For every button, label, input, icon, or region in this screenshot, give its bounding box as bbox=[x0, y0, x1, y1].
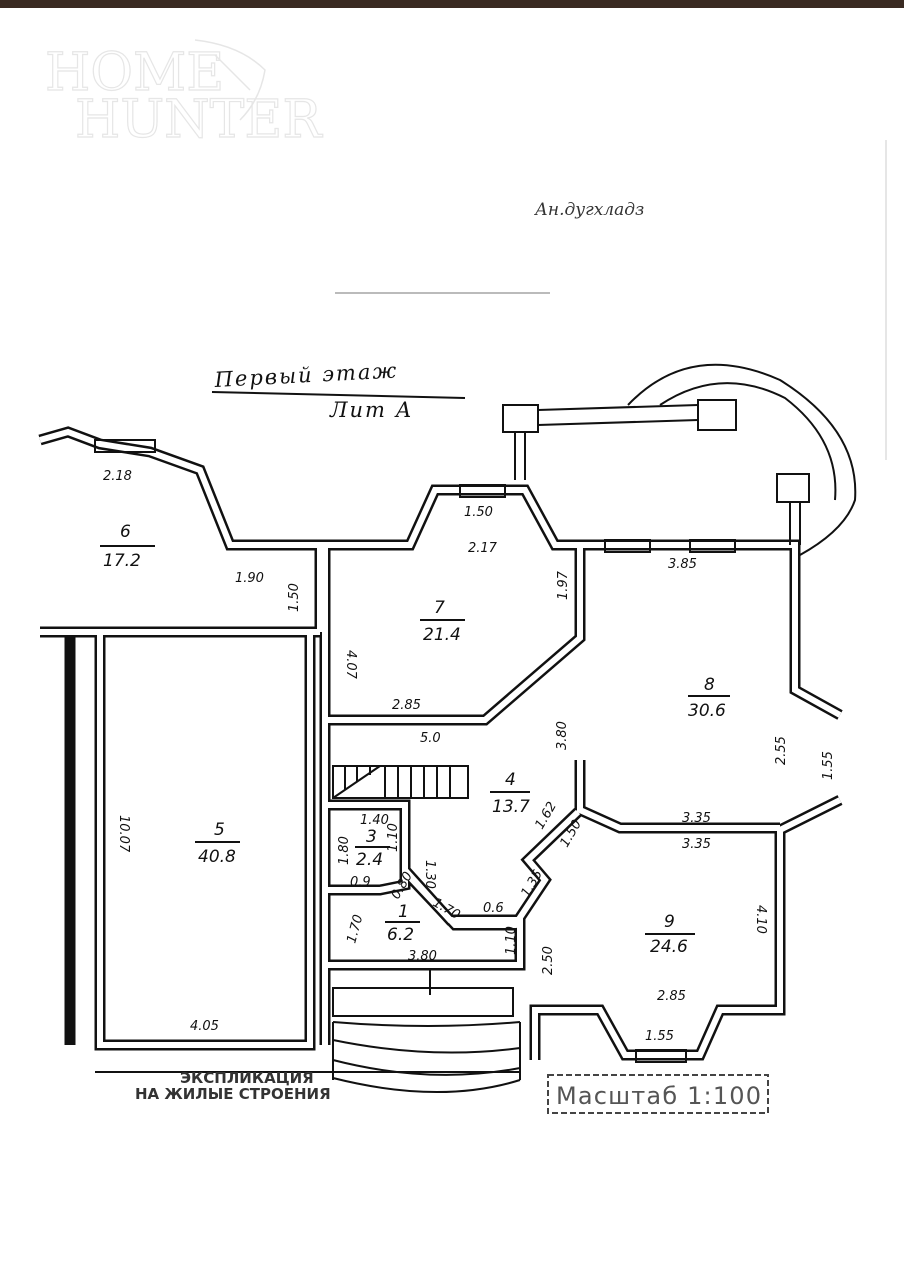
floor-title: Первый этаж bbox=[213, 358, 399, 392]
svg-text:10.07: 10.07 bbox=[116, 815, 131, 853]
logo-line-1: HOME bbox=[45, 43, 224, 103]
title-underline bbox=[211, 391, 466, 399]
logo-line-2: HUNTER bbox=[75, 90, 323, 150]
room-7: 721.4 bbox=[420, 598, 465, 645]
eagle-icon bbox=[194, 39, 266, 121]
svg-text:5.0: 5.0 bbox=[420, 731, 441, 746]
svg-text:1.40: 1.40 bbox=[360, 813, 389, 828]
svg-text:4.10: 4.10 bbox=[753, 905, 768, 934]
svg-text:4.05: 4.05 bbox=[190, 1019, 219, 1034]
svg-text:2.55: 2.55 bbox=[774, 736, 789, 765]
svg-text:1.55: 1.55 bbox=[821, 751, 836, 780]
svg-text:2.4: 2.4 bbox=[356, 850, 383, 870]
svg-text:21.4: 21.4 bbox=[423, 625, 461, 645]
svg-text:17.2: 17.2 bbox=[103, 551, 141, 571]
svg-text:1.10: 1.10 bbox=[386, 823, 401, 852]
room-3: 32.4 bbox=[355, 827, 390, 870]
svg-text:2.85: 2.85 bbox=[392, 698, 421, 713]
explication-subheading: НА ЖИЛЫЕ СТРОЕНИЯ bbox=[135, 1085, 331, 1103]
svg-text:2.18: 2.18 bbox=[103, 469, 132, 484]
svg-text:8: 8 bbox=[704, 675, 715, 695]
svg-text:0.6: 0.6 bbox=[483, 901, 504, 916]
svg-text:2.50: 2.50 bbox=[541, 946, 556, 975]
svg-text:6.2: 6.2 bbox=[387, 925, 414, 945]
scale-stamp-box bbox=[547, 1074, 769, 1114]
floor-subtitle: Лит А bbox=[329, 398, 414, 422]
terrace bbox=[502, 363, 857, 556]
svg-text:1.55: 1.55 bbox=[645, 1029, 674, 1044]
svg-text:9: 9 bbox=[664, 912, 675, 932]
staircase bbox=[332, 765, 469, 799]
room-labels: 16.2 32.4 413.7 540.8 617.2 721.4 830.6 … bbox=[100, 522, 730, 957]
svg-text:1.50: 1.50 bbox=[464, 505, 493, 520]
walls bbox=[38, 426, 843, 1061]
svg-text:3.35: 3.35 bbox=[682, 811, 711, 826]
svg-text:2.17: 2.17 bbox=[468, 541, 498, 556]
explication-heading: ЭКСПЛИКАЦИЯ bbox=[180, 1069, 314, 1087]
signature: Ан.дугхладз bbox=[534, 200, 644, 220]
svg-text:30.6: 30.6 bbox=[688, 701, 726, 721]
svg-text:3.35: 3.35 bbox=[682, 837, 711, 852]
svg-text:40.8: 40.8 bbox=[198, 847, 236, 867]
svg-text:13.7: 13.7 bbox=[492, 797, 530, 817]
windows bbox=[94, 439, 736, 1063]
svg-text:0.9: 0.9 bbox=[350, 875, 371, 890]
svg-text:3.80: 3.80 bbox=[555, 721, 570, 750]
svg-text:1.97: 1.97 bbox=[556, 570, 571, 600]
svg-text:3: 3 bbox=[366, 827, 377, 847]
room-8: 830.6 bbox=[688, 675, 730, 721]
home-hunter-logo: HOME HUNTER bbox=[44, 39, 324, 151]
svg-text:1.80: 1.80 bbox=[337, 836, 352, 865]
scan-top-edge bbox=[0, 0, 904, 8]
room-6: 617.2 bbox=[100, 522, 155, 571]
svg-text:3.85: 3.85 bbox=[668, 557, 697, 572]
svg-text:1: 1 bbox=[398, 902, 409, 922]
svg-text:1.10: 1.10 bbox=[504, 926, 519, 955]
dimension-labels: 2.18 1.90 1.50 1.50 2.17 1.97 4.07 2.85 … bbox=[103, 469, 836, 1044]
svg-text:1.90: 1.90 bbox=[235, 571, 264, 586]
svg-text:1.70: 1.70 bbox=[344, 913, 366, 945]
scale-label: Масштаб 1:100 bbox=[556, 1082, 761, 1110]
room-1: 16.2 bbox=[385, 902, 420, 945]
svg-text:3.80: 3.80 bbox=[408, 949, 437, 964]
room-5: 540.8 bbox=[195, 820, 240, 867]
svg-text:6: 6 bbox=[120, 522, 131, 542]
svg-text:1.50: 1.50 bbox=[287, 583, 302, 612]
entrance-porch bbox=[332, 970, 521, 1093]
svg-text:5: 5 bbox=[214, 820, 225, 840]
svg-text:2.85: 2.85 bbox=[657, 989, 686, 1004]
svg-text:7: 7 bbox=[434, 598, 445, 618]
room-4: 413.7 bbox=[490, 770, 530, 817]
svg-text:4.07: 4.07 bbox=[343, 650, 358, 680]
room-9: 924.6 bbox=[645, 912, 695, 957]
svg-text:24.6: 24.6 bbox=[650, 937, 688, 957]
svg-text:1.30: 1.30 bbox=[422, 860, 437, 889]
svg-text:4: 4 bbox=[505, 770, 516, 790]
